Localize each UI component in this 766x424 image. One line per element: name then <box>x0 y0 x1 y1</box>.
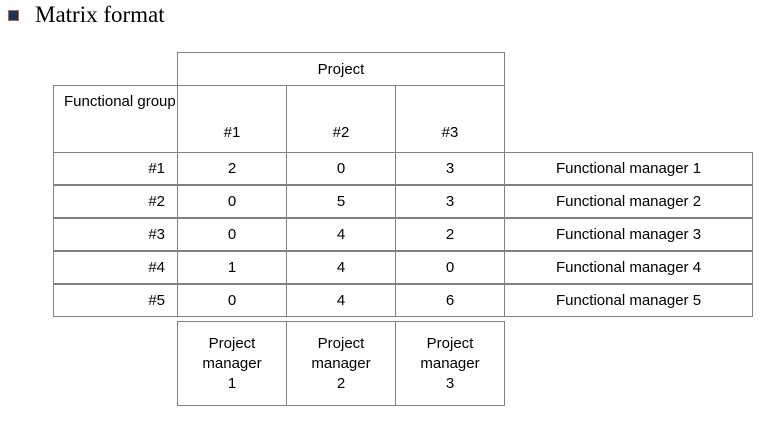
row-label: #1 <box>53 152 178 185</box>
matrix-value: 1 <box>177 251 287 284</box>
matrix-value: 0 <box>395 251 505 284</box>
project-manager-cell: Project manager 3 <box>395 321 505 406</box>
matrix-value: 5 <box>286 185 396 218</box>
project-manager-cell: Project manager 1 <box>177 321 287 406</box>
row-label: #4 <box>53 251 178 284</box>
project-manager-line: manager <box>202 354 262 372</box>
matrix-value: 3 <box>395 185 505 218</box>
project-manager-line: manager <box>311 354 371 372</box>
project-manager-line: 3 <box>445 374 455 392</box>
project-manager-line: 1 <box>227 374 237 392</box>
row-label: #5 <box>53 284 178 317</box>
project-column-header-3: #3 <box>395 85 505 153</box>
project-header-cell: Project <box>177 52 505 86</box>
matrix-value: 2 <box>177 152 287 185</box>
row-label: #3 <box>53 218 178 251</box>
matrix-value: 3 <box>395 152 505 185</box>
project-manager-line: Project <box>426 334 474 352</box>
functional-manager-label: Functional manager 1 <box>504 152 753 185</box>
matrix-value: 0 <box>286 152 396 185</box>
square-bullet-icon <box>8 10 19 21</box>
matrix-value: 4 <box>286 218 396 251</box>
project-manager-line: Project <box>208 334 256 352</box>
matrix-value: 0 <box>177 185 287 218</box>
functional-manager-label: Functional manager 4 <box>504 251 753 284</box>
matrix-value: 4 <box>286 251 396 284</box>
matrix-value: 0 <box>177 218 287 251</box>
functional-group-header-cell: Functional group <box>53 85 178 153</box>
page-title: Matrix format <box>35 2 165 27</box>
functional-manager-label: Functional manager 3 <box>504 218 753 251</box>
matrix-value: 4 <box>286 284 396 317</box>
matrix-value: 0 <box>177 284 287 317</box>
functional-manager-label: Functional manager 2 <box>504 185 753 218</box>
matrix-value: 2 <box>395 218 505 251</box>
row-label: #2 <box>53 185 178 218</box>
functional-manager-label: Functional manager 5 <box>504 284 753 317</box>
project-manager-line: 2 <box>336 374 346 392</box>
project-column-header-1: #1 <box>177 85 287 153</box>
project-manager-line: Project <box>317 334 365 352</box>
matrix-value: 6 <box>395 284 505 317</box>
project-manager-cell: Project manager 2 <box>286 321 396 406</box>
project-manager-line: manager <box>420 354 480 372</box>
project-column-header-2: #2 <box>286 85 396 153</box>
slide-title: Matrix format <box>8 1 165 29</box>
